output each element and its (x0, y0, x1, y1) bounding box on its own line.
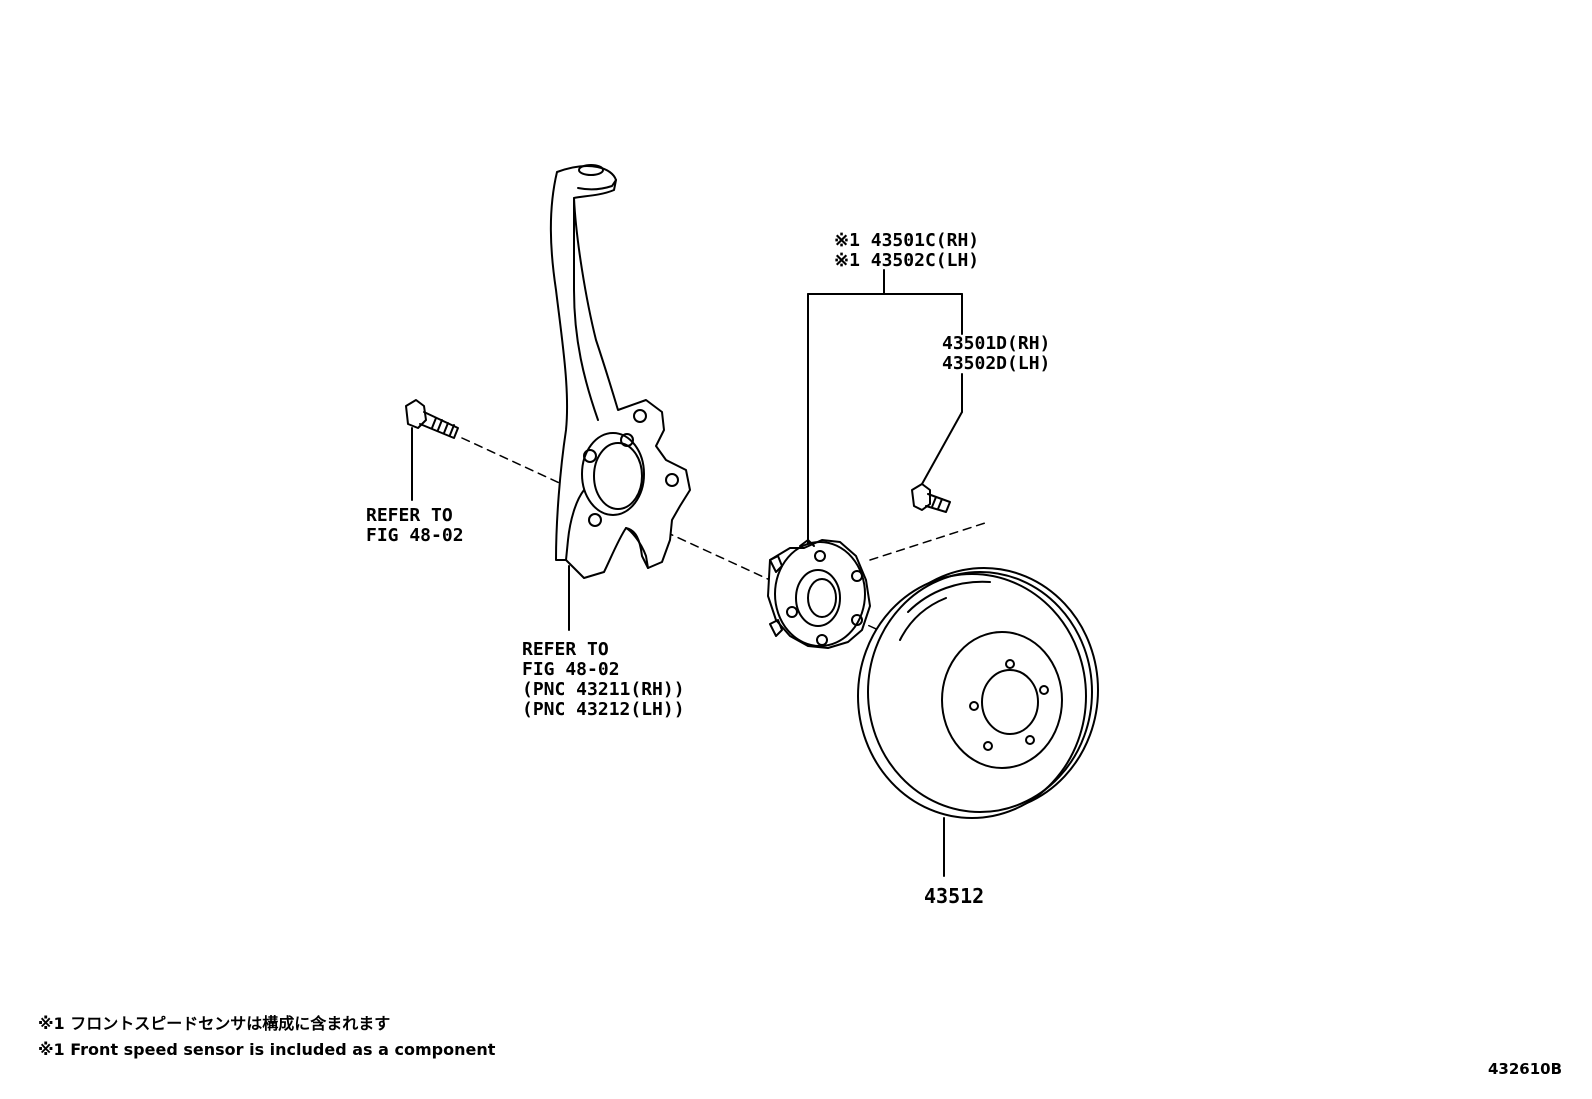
brake-disc-drawing (857, 567, 1099, 819)
hub-bolt-callout: 43501D(RH) 43502D(LH) (942, 334, 1050, 374)
footnote-english: ※1 Front speed sensor is included as a c… (38, 1040, 496, 1059)
bolt-reference-callout: REFER TO FIG 48-02 (366, 506, 464, 546)
hub-bearing-drawing (767, 539, 871, 649)
knuckle-refer-to-label: REFER TO (522, 639, 609, 660)
hub-assy-lh-label: ※1 43502C(LH) (834, 250, 980, 271)
hub-bolt-rh-label: 43501D(RH) (942, 333, 1051, 354)
bolt-fig-ref-label: FIG 48-02 (366, 525, 464, 546)
bolt-refer-to-label: REFER TO (366, 505, 453, 526)
disc-part-label: 43512 (924, 884, 985, 908)
knuckle-pnc-lh-label: (PNC 43212(LH)) (522, 699, 685, 720)
leader-lines (411, 269, 963, 877)
hub-bolt-drawing (911, 483, 951, 513)
knuckle-pnc-rh-label: (PNC 43211(RH)) (522, 679, 685, 700)
steering-knuckle-drawing (549, 164, 691, 579)
footnote-japanese: ※1 フロントスピードセンサは構成に含まれます (38, 1014, 391, 1033)
hub-bolt-lh-label: 43502D(LH) (942, 353, 1051, 374)
knuckle-reference-callout: REFER TO FIG 48-02 (PNC 43211(RH)) (PNC … (522, 640, 685, 720)
assembly-dashed-lines (461, 437, 986, 641)
hub-assy-callout: ※1 43501C(RH) ※1 43502C(LH) (834, 231, 979, 271)
knuckle-fig-ref-label: FIG 48-02 (522, 659, 620, 680)
figure-id: 432610B (1488, 1060, 1563, 1078)
hub-assy-rh-label: ※1 43501C(RH) (834, 230, 980, 251)
knuckle-bolt-drawing (405, 399, 459, 439)
